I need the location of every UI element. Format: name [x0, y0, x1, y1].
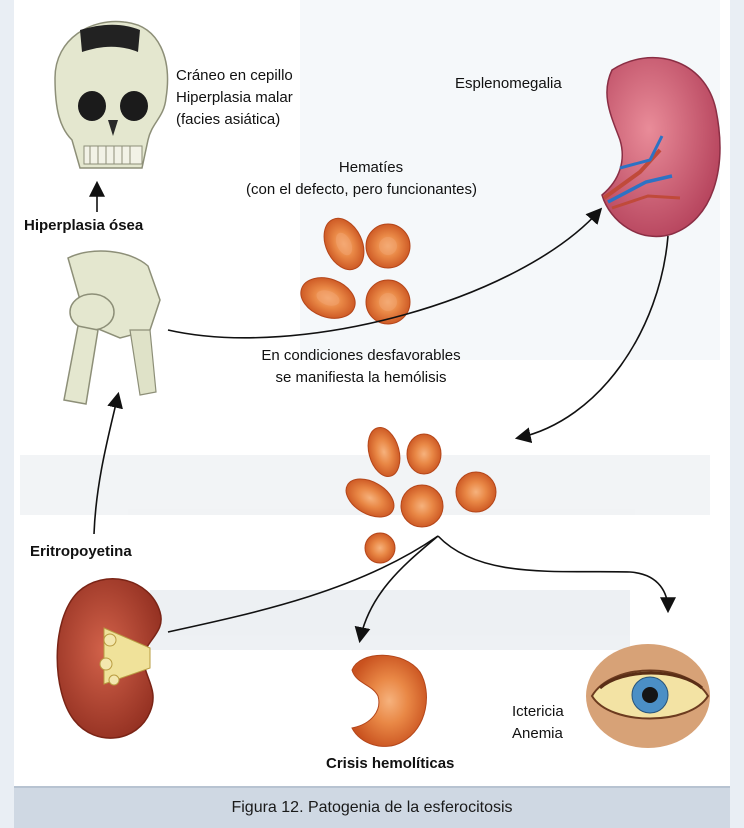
- rbc-cell: [366, 280, 410, 324]
- rbc-label-2: (con el defecto, pero funcionantes): [246, 180, 477, 199]
- hemolytic-crisis-label: Crisis hemolíticas: [326, 754, 454, 773]
- erythropoietin-label: Eritropoyetina: [30, 542, 132, 561]
- kidney-illustration: [57, 579, 161, 738]
- rbc-cell: [401, 485, 443, 527]
- skull-label-3: (facies asiática): [176, 110, 280, 129]
- hemolysis-label-2: se manifiesta la hemólisis: [236, 368, 486, 387]
- eye-label-2: Anemia: [512, 724, 563, 743]
- eye-label-1: Ictericia: [512, 702, 564, 721]
- bone-hyperplasia-label: Hiperplasia ósea: [24, 216, 143, 235]
- hemolysis-label-1: En condiciones desfavorables: [236, 346, 486, 365]
- rbc-cell: [365, 533, 395, 563]
- figure-caption-bar: Figura 12. Patogenia de la esferocitosis: [14, 786, 730, 828]
- skull-label-1: Cráneo en cepillo: [176, 66, 293, 85]
- eye-illustration: [586, 644, 710, 748]
- rbc-cell: [456, 472, 496, 512]
- skull-label-2: Hiperplasia malar: [176, 88, 293, 107]
- rbc-cell: [407, 434, 441, 474]
- rbc-cell: [366, 224, 410, 268]
- splenomegaly-label: Esplenomegalia: [455, 74, 562, 93]
- rbc-label-1: Hematíes: [246, 158, 496, 177]
- figure-caption: Figura 12. Patogenia de la esferocitosis: [231, 799, 512, 817]
